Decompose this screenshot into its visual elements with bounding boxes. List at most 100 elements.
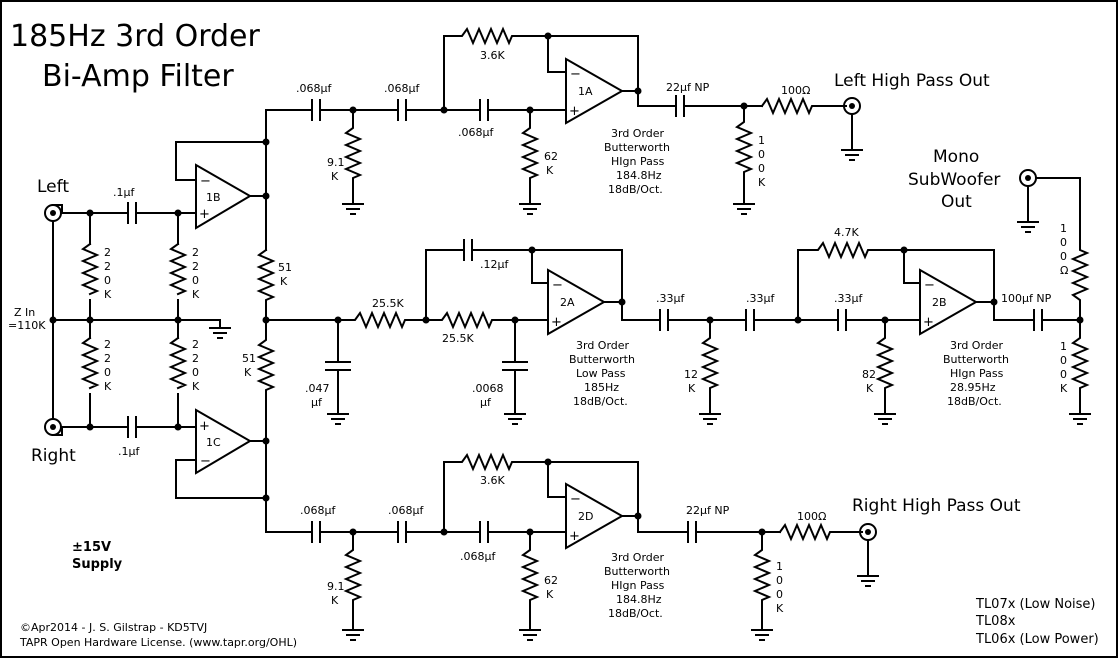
svg-text:2: 2	[104, 338, 111, 351]
svg-text:2: 2	[192, 260, 199, 273]
r-51k-bot-label-1: 51	[242, 352, 256, 365]
svg-text:Ω: Ω	[1060, 264, 1068, 277]
opamp-option-1: TL07x (Low Noise)	[975, 597, 1096, 612]
svg-text:100Ω: 100Ω	[781, 84, 810, 97]
svg-text:−: −	[552, 278, 563, 293]
svg-text:Low Pass: Low Pass	[576, 367, 626, 380]
svg-text:.068µf: .068µf	[460, 550, 496, 563]
svg-text:1A: 1A	[578, 85, 593, 98]
svg-text:25.5K: 25.5K	[372, 297, 404, 310]
svg-text:−: −	[200, 454, 211, 469]
c-right-in-label: .1µf	[118, 445, 140, 458]
svg-text:1: 1	[758, 134, 765, 147]
svg-text:82: 82	[862, 368, 876, 381]
title-line2: Bi-Amp Filter	[42, 59, 234, 94]
opamp-option-2: TL08x	[975, 614, 1016, 629]
r-220k-d	[168, 336, 188, 390]
svg-text:+: +	[923, 315, 934, 330]
svg-text:0: 0	[192, 274, 199, 287]
svg-text:184.8Hz: 184.8Hz	[616, 169, 662, 182]
svg-text:2: 2	[192, 352, 199, 365]
svg-text:K: K	[776, 602, 784, 615]
svg-text:K: K	[104, 380, 112, 393]
svg-text:2: 2	[104, 352, 111, 365]
r-220k-a	[80, 242, 100, 301]
svg-text:.068µf: .068µf	[300, 504, 336, 517]
r-51k-top-label-2: K	[280, 275, 288, 288]
svg-text:2: 2	[104, 246, 111, 259]
zin-label-1: Z In	[14, 306, 35, 319]
svg-text:+: +	[199, 207, 210, 222]
svg-text:0: 0	[192, 366, 199, 379]
svg-text:K: K	[104, 288, 112, 301]
right-high-pass-section: .068µf .068µf .068µf 9.1 K 3.6K 62 K −+ …	[265, 452, 1021, 641]
svg-text:0: 0	[1060, 236, 1067, 249]
svg-text:Mono: Mono	[933, 147, 979, 167]
svg-text:.0068: .0068	[472, 382, 504, 395]
svg-text:2A: 2A	[560, 296, 575, 309]
svg-text:K: K	[331, 594, 339, 607]
svg-text:18dB/Oct.: 18dB/Oct.	[573, 395, 628, 408]
r-220k-c	[168, 242, 188, 296]
svg-text:3rd Order: 3rd Order	[576, 339, 630, 352]
low-pass-section: 25.5K 25.5K .047 µf .0068 µf .12µf −+ 2A…	[265, 239, 921, 425]
svg-text:.068µf: .068µf	[458, 126, 494, 139]
svg-text:.047: .047	[305, 382, 330, 395]
left-high-pass-section: .068µf .068µf .068µf 9.1 K 3.6K 62 K −+ …	[265, 26, 990, 215]
supply-label-2: Supply	[72, 557, 123, 572]
svg-text:+: +	[551, 315, 562, 330]
svg-text:.33µf: .33µf	[746, 292, 775, 305]
svg-text:0: 0	[776, 574, 783, 587]
svg-text:SubWoofer: SubWoofer	[908, 170, 1000, 190]
svg-text:100µf NP: 100µf NP	[1001, 292, 1052, 305]
svg-text:18dB/Oct.: 18dB/Oct.	[947, 395, 1002, 408]
svg-text:.068µf: .068µf	[388, 504, 424, 517]
svg-text:Butterworth: Butterworth	[569, 353, 635, 366]
svg-text:0: 0	[758, 162, 765, 175]
svg-text:12: 12	[684, 368, 698, 381]
svg-text:2: 2	[192, 246, 199, 259]
svg-text:184.8Hz: 184.8Hz	[616, 593, 662, 606]
svg-text:28.95Hz: 28.95Hz	[950, 381, 996, 394]
svg-text:1: 1	[1060, 222, 1067, 235]
svg-text:+: +	[569, 529, 580, 544]
svg-text:0: 0	[1060, 354, 1067, 367]
license-text: TAPR Open Hardware License. (www.tapr.or…	[19, 636, 297, 649]
svg-text:K: K	[546, 588, 554, 601]
svg-text:HIgn Pass: HIgn Pass	[611, 579, 665, 592]
svg-text:0: 0	[758, 148, 765, 161]
svg-text:Out: Out	[941, 192, 972, 212]
svg-text:Butterworth: Butterworth	[943, 353, 1009, 366]
svg-text:K: K	[546, 164, 554, 177]
svg-text:0: 0	[1060, 250, 1067, 263]
r-220k-b	[80, 336, 100, 390]
svg-text:9.1: 9.1	[327, 580, 345, 593]
svg-text:.068µf: .068µf	[296, 82, 332, 95]
svg-text:HIgn Pass: HIgn Pass	[950, 367, 1004, 380]
svg-text:−: −	[570, 492, 581, 507]
svg-text:0: 0	[1060, 368, 1067, 381]
title-line1: 185Hz 3rd Order	[10, 19, 260, 54]
svg-text:22µf NP: 22µf NP	[666, 81, 710, 94]
supply-label-1: ±15V	[72, 540, 111, 555]
svg-text:Butterworth: Butterworth	[604, 141, 670, 154]
svg-text:.12µf: .12µf	[480, 258, 509, 271]
svg-text:2B: 2B	[932, 296, 947, 309]
svg-text:185Hz: 185Hz	[584, 381, 619, 394]
svg-text:µf: µf	[311, 396, 323, 409]
r-51k-bot-label-2: K	[244, 366, 252, 379]
c-left-in-label: .1µf	[113, 186, 135, 199]
zin-label-2: =110K	[8, 319, 46, 332]
svg-text:18dB/Oct.: 18dB/Oct.	[608, 607, 663, 620]
svg-text:K: K	[192, 288, 200, 301]
svg-text:1B: 1B	[206, 191, 221, 204]
svg-text:22µf NP: 22µf NP	[686, 504, 730, 517]
svg-text:K: K	[1060, 382, 1068, 395]
svg-text:9.1: 9.1	[327, 156, 345, 169]
svg-text:2: 2	[104, 260, 111, 273]
svg-text:HIgn Pass: HIgn Pass	[611, 155, 665, 168]
svg-text:3rd Order: 3rd Order	[611, 127, 665, 140]
